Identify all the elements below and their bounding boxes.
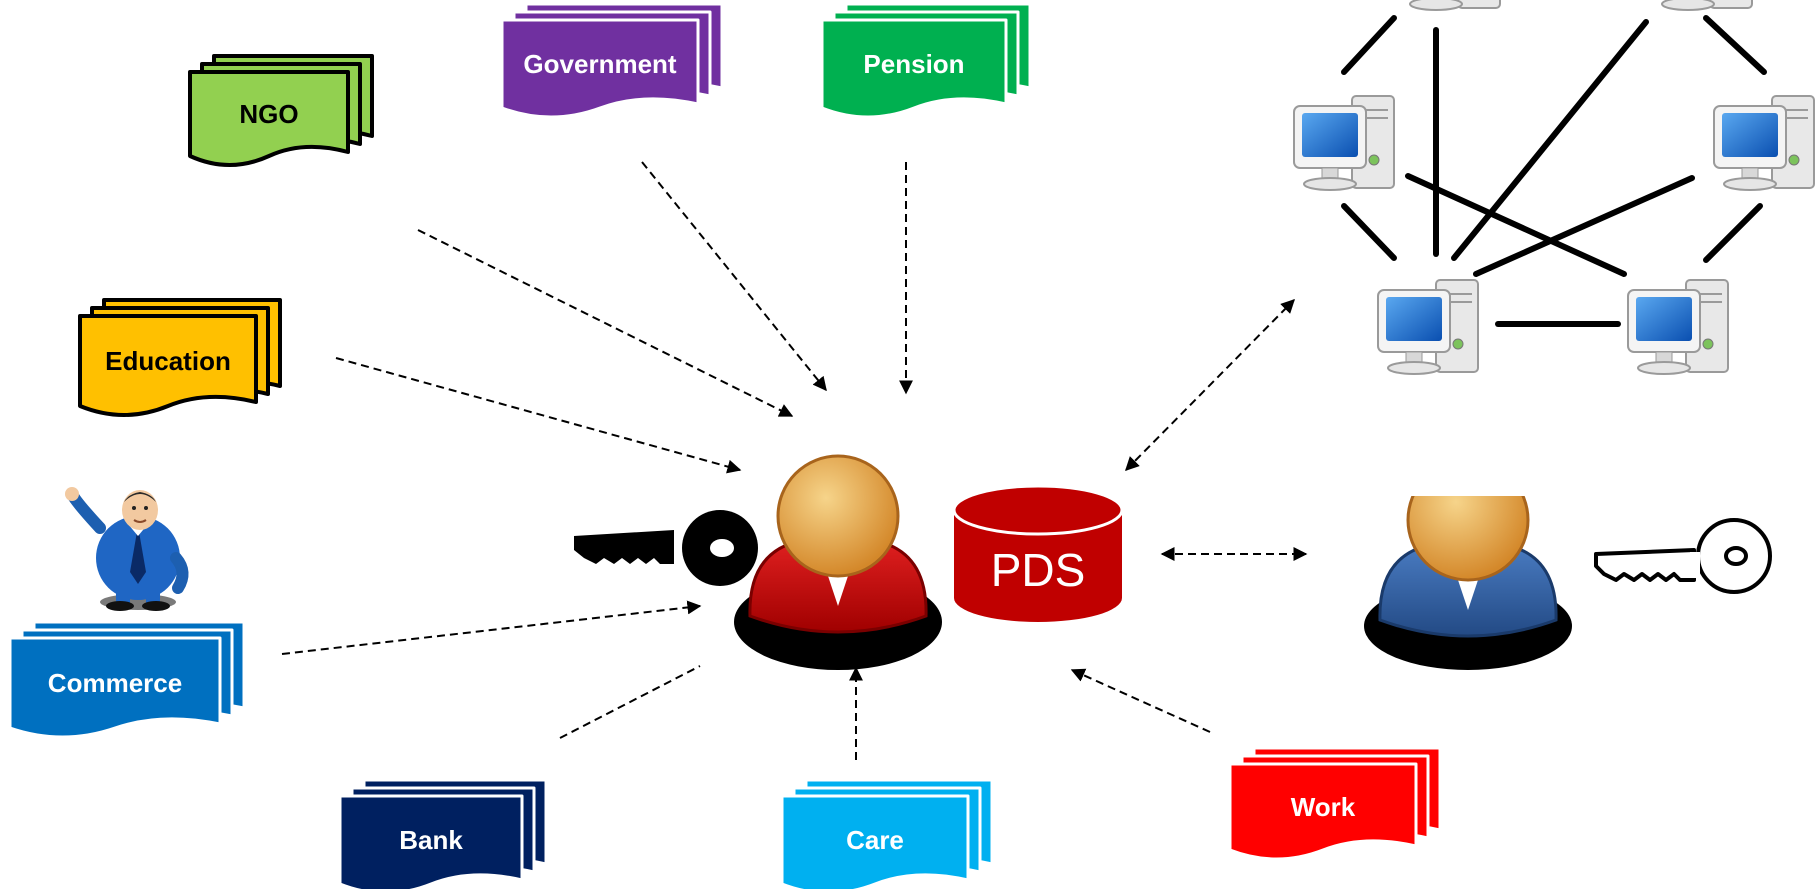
public-key-icon (1594, 518, 1772, 594)
network-links (1341, 15, 1767, 327)
computer-icon (1399, 0, 1501, 11)
network-pds-arrow (1125, 299, 1295, 471)
care-document-sheet (780, 794, 970, 889)
bank-document-sheet (338, 794, 524, 889)
government-arrow (641, 161, 827, 392)
pension-document: Pension (820, 2, 1032, 119)
data-flow-arrows (281, 161, 1308, 760)
bank-arrow (559, 665, 701, 739)
source-documents: NGO Government PensionEducationCommerceBan… (8, 2, 1442, 889)
ngo-document-sheet (188, 70, 350, 167)
other-person-icon (1364, 496, 1572, 670)
pension-document-label: Pension (863, 49, 964, 79)
bank-document-label: Bank (399, 825, 463, 855)
government-document: Government (500, 2, 724, 119)
computer-icon (1377, 279, 1479, 375)
care-document: Care (780, 778, 994, 889)
work-arrow (1070, 668, 1211, 733)
pension-document-sheet (820, 18, 1008, 119)
computer-network (1293, 0, 1815, 375)
government-document-label: Government (523, 49, 676, 79)
ngo-document-label: NGO (239, 99, 298, 129)
private-key-icon (574, 510, 758, 586)
bank-document: Bank (338, 778, 548, 889)
commerce-arrow (281, 600, 702, 655)
education-document-sheet (78, 314, 258, 417)
education-document: Education (78, 298, 282, 417)
education-document-label: Education (105, 346, 231, 376)
care-document-label: Care (846, 825, 904, 855)
education-arrow (335, 357, 742, 474)
work-document-label: Work (1291, 792, 1356, 822)
computer-icon (1627, 279, 1729, 375)
data-owner-person-icon (734, 454, 942, 670)
government-document-sheet (500, 18, 700, 119)
computer-icon (1713, 95, 1815, 191)
commerce-document-label: Commerce (48, 668, 182, 698)
commerce-document-sheet (8, 636, 222, 739)
pds-database-icon: PDS (952, 484, 1124, 622)
work-document: Work (1228, 746, 1442, 861)
work-document-sheet (1228, 762, 1418, 861)
ngo-document: NGO (188, 54, 374, 167)
computer-icon (1293, 95, 1395, 191)
commerce-document: Commerce (8, 620, 246, 739)
ngo-arrow (417, 229, 794, 417)
businessman-icon (65, 487, 189, 611)
computer-icon (1651, 0, 1753, 11)
pds-label: PDS (991, 544, 1086, 596)
